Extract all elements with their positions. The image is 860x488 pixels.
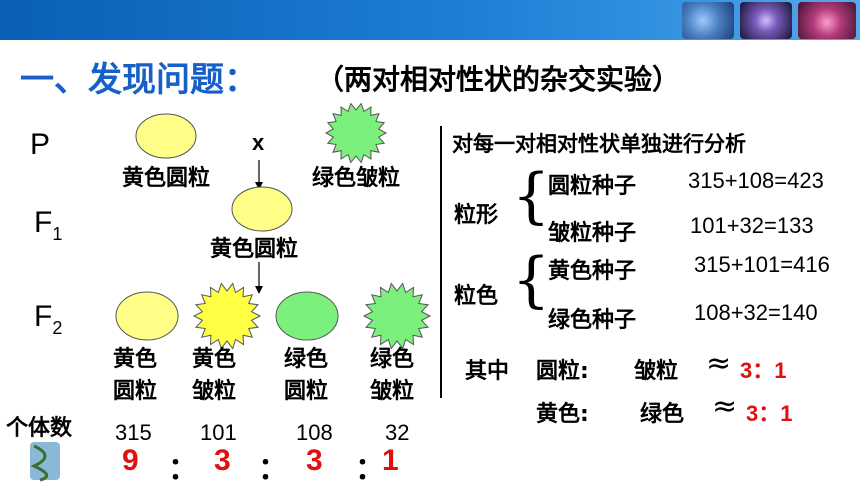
generation-f1-label: F1 bbox=[34, 206, 62, 245]
color-item-2-calc: 108+32=140 bbox=[694, 300, 818, 325]
color-item-2-name: 绿色种子 bbox=[548, 308, 637, 333]
f2-green-wrinkled-seed bbox=[362, 282, 432, 350]
page-subtitle: （两对相对性状的杂交实验） bbox=[316, 63, 681, 96]
analysis-heading: 对每一对相对性状单独进行分析 bbox=[452, 132, 746, 156]
f2-label-3-line1: 绿色 bbox=[284, 347, 329, 372]
f1-label: 黄色圆粒 bbox=[210, 237, 299, 262]
color-item-1-calc: 315+101=416 bbox=[694, 252, 830, 277]
summary-row1-ratio: 3：1 bbox=[740, 358, 787, 383]
shape-label: 粒形 bbox=[454, 203, 499, 228]
f2-ratio-4: 1 bbox=[382, 444, 399, 477]
f2-label-3-line2: 圆粒 bbox=[284, 379, 329, 404]
parent-yellow-round-seed bbox=[135, 113, 197, 159]
f2-count-3: 108 bbox=[296, 420, 333, 445]
cross-symbol: x bbox=[252, 130, 265, 155]
summary-row2-a: 黄色: bbox=[536, 402, 589, 427]
f2-label-2-line1: 黄色 bbox=[192, 347, 237, 372]
f2-count-2: 101 bbox=[200, 420, 237, 445]
shape-item-1-calc: 315+108=423 bbox=[688, 168, 824, 193]
f2-green-round-seed bbox=[275, 291, 339, 341]
shape-item-2-name: 皱粒种子 bbox=[548, 221, 637, 246]
generation-f2-subscript: 2 bbox=[52, 318, 63, 338]
ratio-separator-2: ： bbox=[258, 453, 288, 486]
generation-p-label: P bbox=[30, 128, 51, 161]
f1-arrow-head bbox=[255, 286, 263, 294]
generation-f2-label: F2 bbox=[34, 300, 62, 339]
header-bar bbox=[0, 0, 860, 40]
summary-prefix: 其中 bbox=[465, 359, 510, 384]
dna-helix-decoration bbox=[30, 444, 49, 482]
shape-item-2-calc: 101+32=133 bbox=[690, 213, 814, 238]
cross-arrow-head bbox=[255, 182, 263, 190]
cell-thumbnail bbox=[798, 2, 856, 39]
parent-yellow-round-label: 黄色圆粒 bbox=[122, 166, 211, 191]
f2-label-4-line2: 皱粒 bbox=[370, 379, 415, 404]
shape-brace: { bbox=[512, 161, 551, 231]
parent-green-wrinkled-label: 绿色皱粒 bbox=[312, 166, 401, 191]
generation-f1-letter: F bbox=[34, 206, 53, 239]
shape-item-1-name: 圆粒种子 bbox=[548, 174, 637, 199]
generation-f2-letter: F bbox=[34, 300, 53, 333]
summary-row2-approx: ≈ bbox=[712, 389, 738, 424]
summary-row1-a: 圆粒: bbox=[536, 359, 589, 384]
parent-green-wrinkled-seed bbox=[324, 102, 388, 164]
summary-row2-ratio: 3：1 bbox=[746, 401, 793, 426]
summary-row1-approx: ≈ bbox=[706, 346, 732, 381]
f2-label-4-line1: 绿色 bbox=[370, 347, 415, 372]
f2-label-1-line1: 黄色 bbox=[113, 347, 158, 372]
summary-row1-b: 皱粒 bbox=[634, 359, 679, 384]
f2-ratio-3: 3 bbox=[306, 444, 323, 477]
f2-count-4: 32 bbox=[385, 420, 410, 445]
f1-yellow-round-seed bbox=[231, 186, 293, 232]
f2-yellow-round-seed bbox=[115, 291, 179, 341]
color-brace: { bbox=[512, 245, 551, 315]
dna-decoration bbox=[30, 442, 60, 480]
cell-division-thumbnail bbox=[682, 2, 734, 39]
f2-yellow-wrinkled-seed bbox=[192, 282, 262, 350]
ratio-separator-3: ： bbox=[355, 453, 385, 486]
f2-ratio-1: 9 bbox=[122, 444, 139, 477]
f2-label-1-line2: 圆粒 bbox=[113, 379, 158, 404]
color-item-1-name: 黄色种子 bbox=[548, 259, 637, 284]
color-label: 粒色 bbox=[454, 284, 499, 309]
f2-label-2-line2: 皱粒 bbox=[192, 379, 237, 404]
page-title: 一、发现问题： bbox=[20, 60, 258, 100]
ratio-separator-1: ： bbox=[168, 453, 198, 486]
generation-f1-subscript: 1 bbox=[52, 224, 63, 244]
f2-ratio-2: 3 bbox=[214, 444, 231, 477]
f2-count-1: 315 bbox=[115, 420, 152, 445]
individual-count-label: 个体数 bbox=[6, 416, 73, 441]
chromosome-thumbnail bbox=[740, 2, 792, 39]
summary-row2-b: 绿色 bbox=[640, 402, 685, 427]
